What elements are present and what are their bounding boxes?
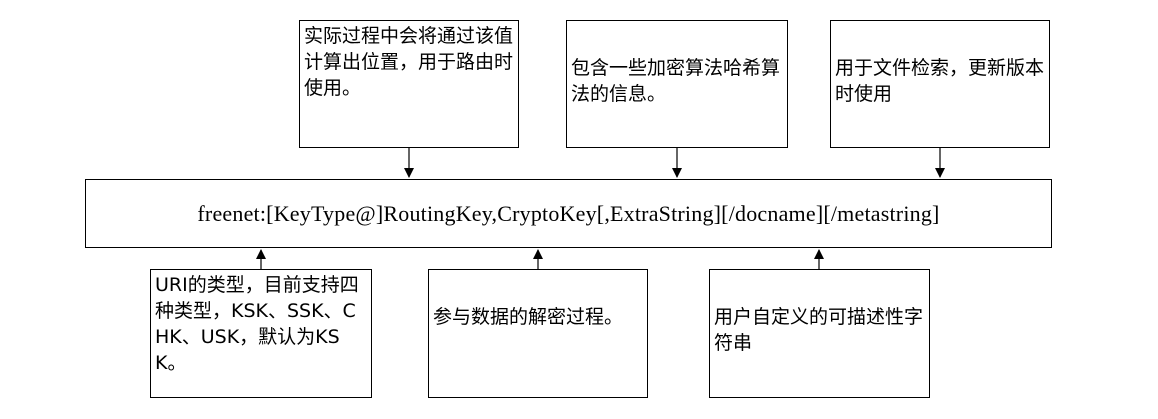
annotation-cryptokey-text: 包含一些加密算法哈希算法的信息。	[571, 57, 781, 105]
annotation-extrastring-box: 参与数据的解密过程。	[428, 269, 648, 398]
annotation-docname-text: 用于文件检索，更新版本时使用	[835, 57, 1045, 105]
annotation-keytype-box: URI的类型，目前支持四种类型，KSK、SSK、CHK、USK，默认为KSK。	[150, 269, 372, 398]
annotation-routingkey-box: 实际过程中会将通过该值计算出位置，用于路由时使用。	[299, 20, 519, 148]
annotation-metastring-text: 用户自定义的可描述性字符串	[714, 306, 924, 354]
freenet-uri-box: freenet:[KeyType@]RoutingKey,CryptoKey[,…	[85, 179, 1052, 248]
freenet-uri-text: freenet:[KeyType@]RoutingKey,CryptoKey[,…	[197, 200, 940, 226]
annotation-cryptokey-box: 包含一些加密算法哈希算法的信息。	[566, 20, 788, 148]
annotation-keytype-text: URI的类型，目前支持四种类型，KSK、SSK、CHK、USK，默认为KSK。	[155, 274, 359, 374]
annotation-docname-box: 用于文件检索，更新版本时使用	[830, 20, 1050, 148]
annotation-routingkey-text: 实际过程中会将通过该值计算出位置，用于路由时使用。	[304, 25, 514, 99]
annotation-extrastring-text: 参与数据的解密过程。	[433, 306, 624, 328]
annotation-metastring-box: 用户自定义的可描述性字符串	[709, 269, 930, 398]
